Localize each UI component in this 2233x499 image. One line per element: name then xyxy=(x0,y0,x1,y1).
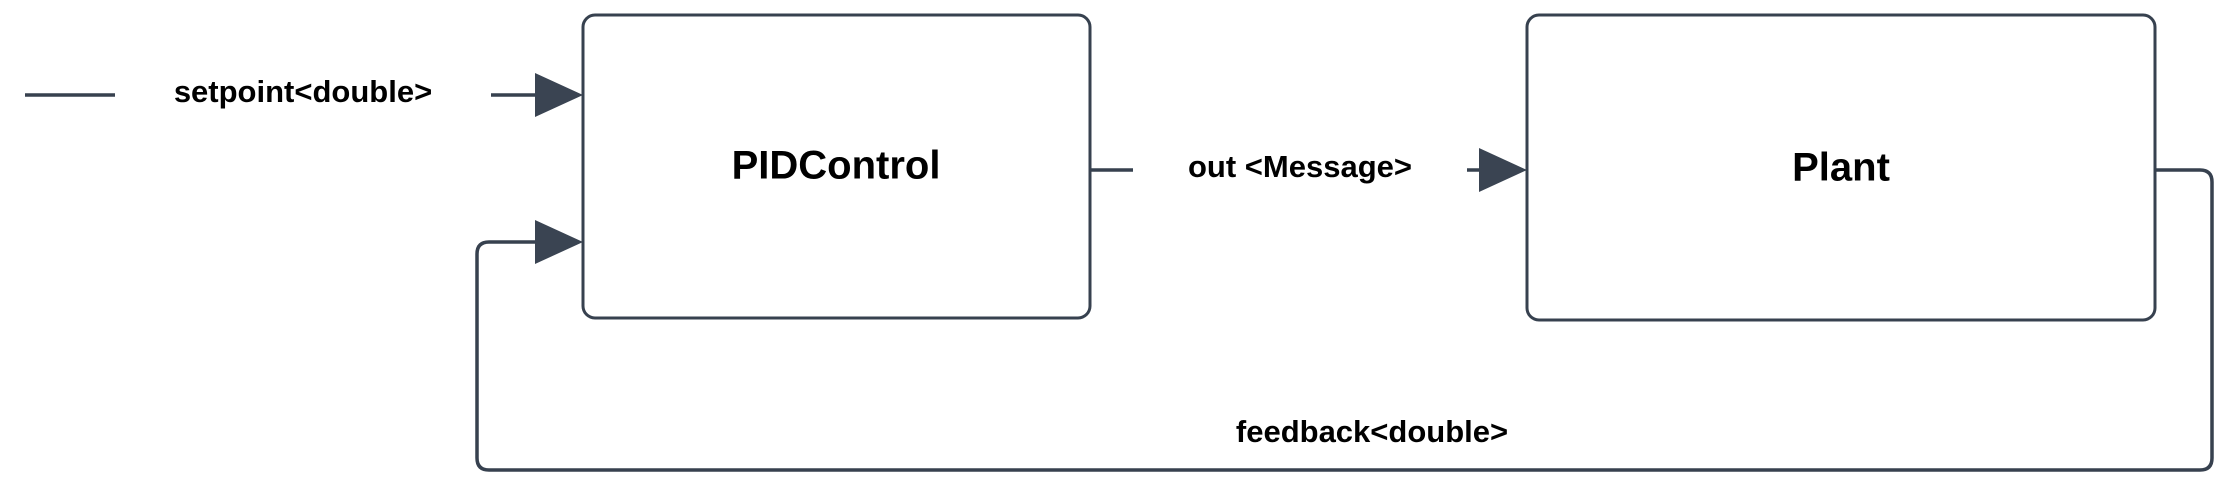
node-plant-label: Plant xyxy=(1792,146,1890,190)
node-plant-box xyxy=(1525,13,2157,322)
edge-feedback[interactable]: feedback<double> xyxy=(475,168,2214,472)
edge-feedback-label-bg xyxy=(1171,413,1573,455)
edge-out[interactable]: out <Message> xyxy=(1090,148,1527,192)
edge-setpoint-arrowhead xyxy=(535,73,583,117)
node-pidcontrol-box xyxy=(581,13,1092,320)
edge-feedback-line xyxy=(475,168,2214,472)
edge-setpoint-label: setpoint<double> xyxy=(174,74,432,109)
edge-feedback-arrowhead xyxy=(535,220,583,264)
edge-out-label-bg xyxy=(1133,148,1467,190)
edge-setpoint-label-bg xyxy=(115,73,491,115)
edge-out-label: out <Message> xyxy=(1188,149,1412,184)
node-plant[interactable]: Plant xyxy=(1525,13,2157,322)
edge-out-arrowhead xyxy=(1479,148,1527,192)
node-pidcontrol-label: PIDControl xyxy=(732,144,941,188)
node-pidcontrol[interactable]: PIDControl xyxy=(581,13,1092,320)
edge-setpoint[interactable]: setpoint<double> xyxy=(25,73,583,117)
edge-feedback-label: feedback<double> xyxy=(1236,414,1508,449)
